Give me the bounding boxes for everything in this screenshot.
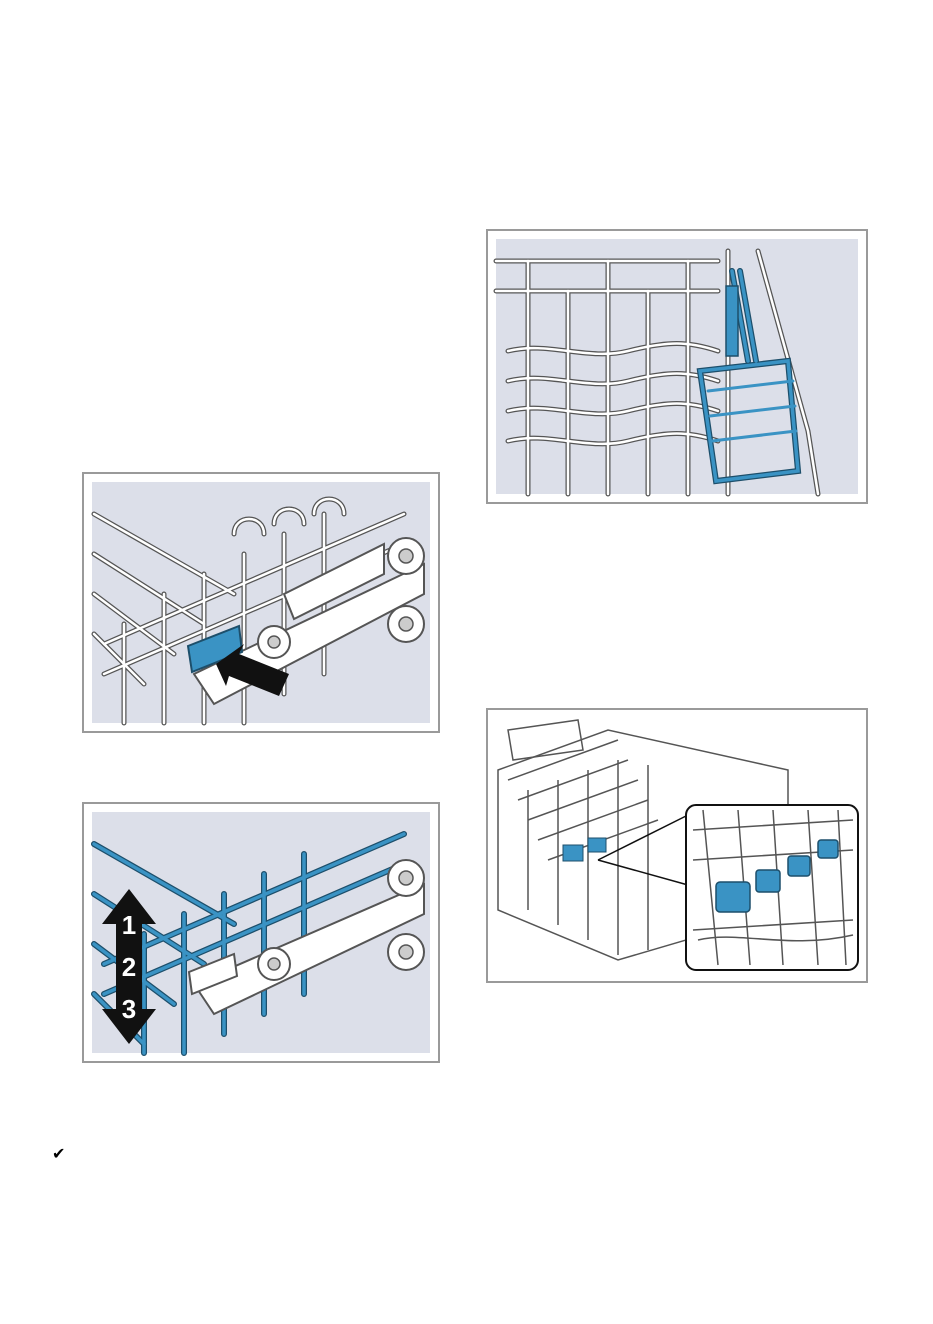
- figure-cup-shelf: [486, 229, 868, 504]
- figure-press-release-lever: [82, 472, 440, 733]
- rack-height-illustration: 1 2 3: [84, 804, 438, 1061]
- step-number-1: 1: [122, 910, 136, 940]
- rack-lever-illustration: [84, 474, 438, 731]
- checkmark-icon: ✔: [52, 1146, 65, 1162]
- step-number-3: 3: [122, 994, 136, 1024]
- figure-rack-overview: [486, 708, 868, 983]
- cup-shelf-illustration: [488, 231, 866, 502]
- step-number-2: 2: [122, 952, 136, 982]
- figure-adjust-rack-height: 1 2 3: [82, 802, 440, 1063]
- magnifier-inset-icon: [686, 805, 858, 970]
- rack-overview-illustration: [488, 710, 866, 981]
